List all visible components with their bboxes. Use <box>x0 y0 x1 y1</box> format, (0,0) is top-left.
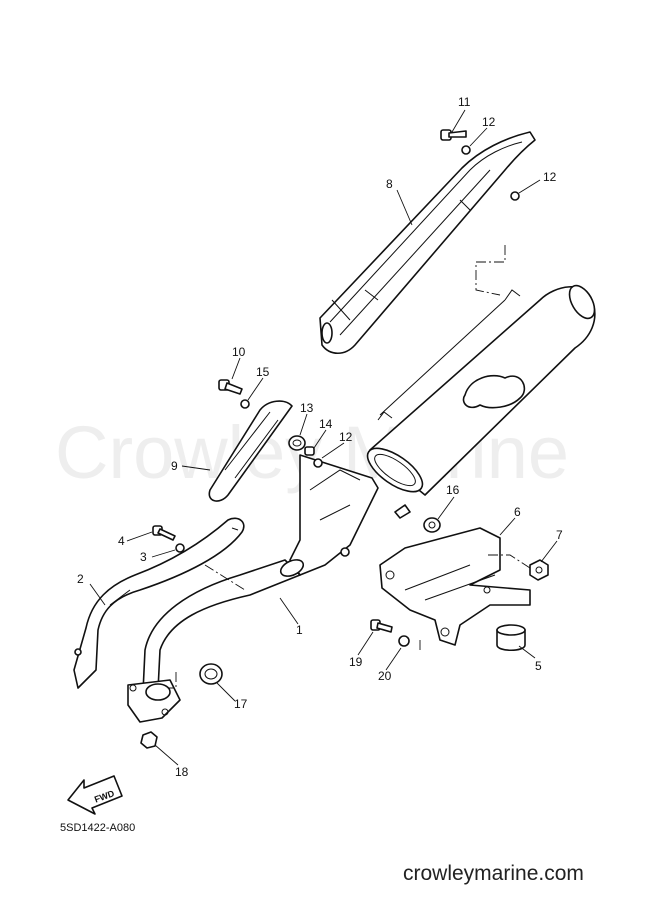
callout-9: 9 <box>171 459 178 473</box>
part-7-nut <box>529 559 549 581</box>
part-14-collar <box>304 446 315 456</box>
part-3-washer <box>175 543 185 553</box>
fwd-arrow-icon: FWD <box>67 775 123 815</box>
part-8-protector <box>319 131 536 355</box>
assembly-lines <box>168 245 531 689</box>
callout-12-a: 12 <box>482 115 496 129</box>
part-17-gasket <box>199 663 223 685</box>
callout-20: 20 <box>378 669 392 683</box>
callout-19: 19 <box>349 655 363 669</box>
diagram-code: 5SD1422-A080 <box>60 822 135 834</box>
part-1-exhaust-pipe <box>127 454 379 723</box>
part-12-washer-b <box>510 191 520 201</box>
callout-10: 10 <box>232 345 246 359</box>
part-5-damper <box>496 624 526 652</box>
callout-14: 14 <box>319 417 333 431</box>
callout-12-c: 12 <box>339 430 353 444</box>
callout-1: 1 <box>296 623 303 637</box>
part-15-washer <box>240 399 250 409</box>
callout-15: 15 <box>256 365 270 379</box>
part-12-washer-c <box>313 458 323 468</box>
callout-17: 17 <box>234 697 248 711</box>
part-11-bolt <box>440 129 467 141</box>
muffler-body <box>366 284 596 496</box>
part-12-washer-a <box>461 145 471 155</box>
callout-18: 18 <box>175 765 189 779</box>
part-16-gasket <box>394 504 441 533</box>
part-2-pipe-protector <box>73 517 245 689</box>
callout-16: 16 <box>446 483 460 497</box>
part-19-bolt <box>370 619 393 633</box>
callout-13: 13 <box>300 401 314 415</box>
callout-3: 3 <box>140 550 147 564</box>
callout-4: 4 <box>118 534 125 548</box>
callout-2: 2 <box>77 572 84 586</box>
site-footer: crowleymarine.com <box>403 862 584 885</box>
part-13-grommet <box>288 435 306 451</box>
part-4-bolt <box>152 525 176 541</box>
part-9-heat-shield <box>208 400 293 502</box>
callout-6: 6 <box>514 505 521 519</box>
callouts: 11 12 12 8 10 15 13 14 12 9 16 6 4 7 3 2… <box>77 95 563 779</box>
callout-12-b: 12 <box>543 170 557 184</box>
part-6-bracket <box>379 527 531 646</box>
callout-8: 8 <box>386 177 393 191</box>
callout-11: 11 <box>458 95 471 109</box>
part-18-nut <box>140 731 158 749</box>
part-10-bolt <box>218 379 243 395</box>
leader-lines <box>89 109 558 766</box>
part-20-washer <box>398 635 410 647</box>
callout-7: 7 <box>556 528 563 542</box>
callout-5: 5 <box>535 659 542 673</box>
